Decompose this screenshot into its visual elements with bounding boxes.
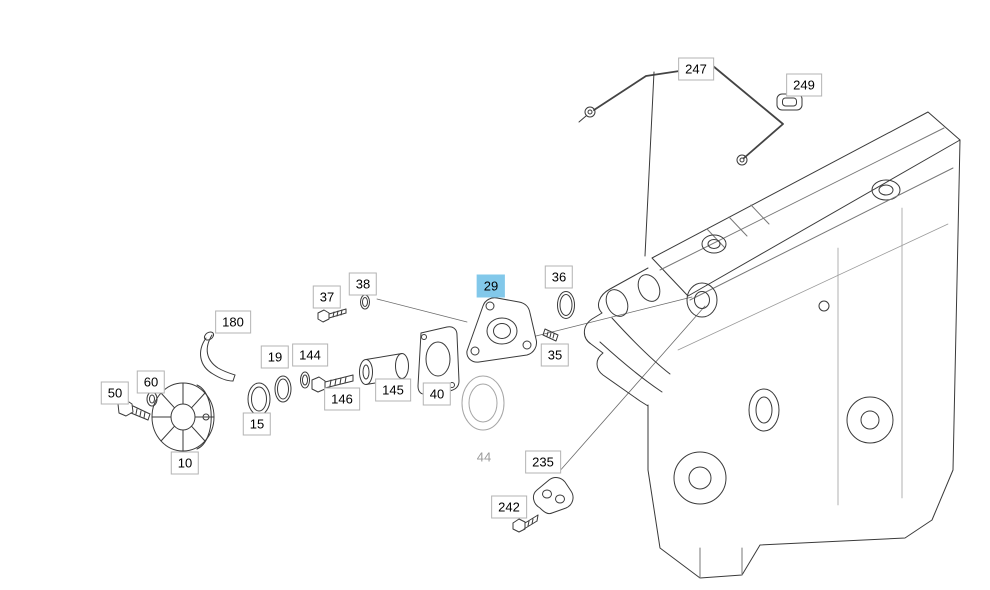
part-label-19[interactable]: 19: [260, 345, 290, 369]
part-label-35[interactable]: 35: [540, 343, 570, 367]
part-label-36[interactable]: 36: [544, 265, 574, 289]
part-242-bolt: [512, 514, 539, 533]
part-144-washer: [300, 371, 310, 389]
part-label-40[interactable]: 40: [422, 382, 452, 406]
part-10-coupling: [151, 382, 215, 452]
part-146-bolt: [311, 374, 354, 393]
part-label-37[interactable]: 37: [312, 285, 342, 309]
part-36-oring: [557, 291, 575, 319]
part-label-15[interactable]: 15: [242, 412, 272, 436]
leader-lines: [376, 296, 706, 474]
part-label-146[interactable]: 146: [324, 387, 360, 411]
part-37-bolt: [317, 308, 347, 323]
part-label-235[interactable]: 235: [525, 450, 561, 474]
part-label-242[interactable]: 242: [491, 495, 527, 519]
part-180-pipe: [200, 331, 236, 382]
part-label-60[interactable]: 60: [136, 370, 166, 394]
part-label-145[interactable]: 145: [375, 378, 411, 402]
part-label-29[interactable]: 29: [476, 274, 506, 298]
part-label-44[interactable]: 44: [476, 449, 492, 465]
part-235-bracket: [532, 477, 574, 515]
part-19-oring: [274, 375, 292, 403]
part-label-144[interactable]: 144: [292, 343, 328, 367]
engine-block: [583, 111, 961, 579]
part-label-180[interactable]: 180: [215, 310, 251, 334]
part-label-249[interactable]: 249: [786, 73, 822, 97]
part-label-50[interactable]: 50: [100, 381, 130, 405]
part-label-247[interactable]: 247: [678, 57, 714, 81]
part-29-flange: [466, 297, 537, 363]
part-label-38[interactable]: 38: [348, 272, 378, 296]
part-44-gasket: [461, 375, 505, 431]
part-35-stud: [542, 328, 559, 342]
part-label-10[interactable]: 10: [170, 451, 200, 475]
